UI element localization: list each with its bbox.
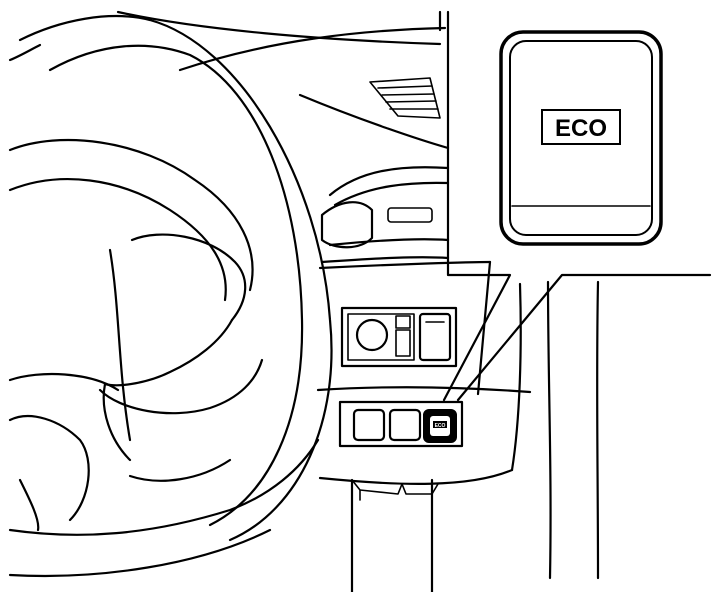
eco-button-callout[interactable]: ECO (499, 30, 663, 246)
eco-label: ECO (555, 115, 607, 142)
eco-small-label: ECO (435, 423, 446, 429)
lower-switch-row: ECO (338, 400, 464, 448)
dashboard-outline (116, 10, 600, 592)
steering-wheel (8, 14, 333, 578)
eco-label-box (541, 109, 621, 145)
callout-pointer (442, 10, 712, 402)
mirror-switch-panel (340, 306, 458, 368)
